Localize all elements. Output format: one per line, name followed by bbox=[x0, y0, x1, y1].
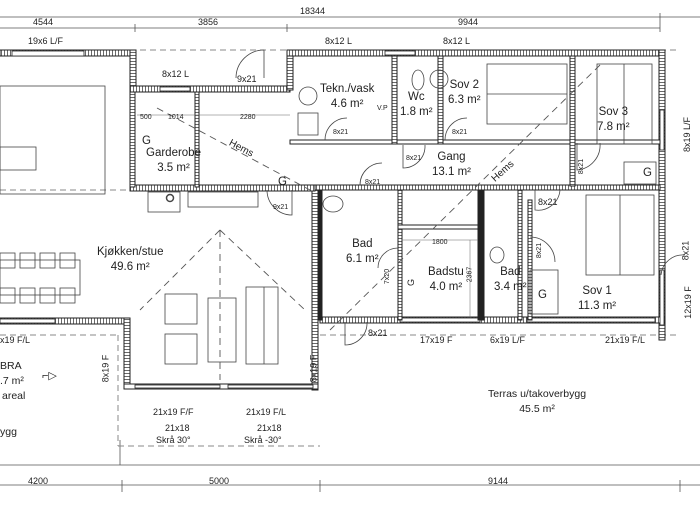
dim-bottom-2: 5000 bbox=[209, 476, 230, 486]
door-label-entry: 9x21 bbox=[237, 74, 257, 84]
room-terrace: Terras u/takoverbygg 45.5 m² bbox=[488, 387, 586, 417]
closet-mark-garderobe: G bbox=[142, 135, 151, 147]
door-label-badstu: 7x20 bbox=[384, 268, 392, 285]
room-sov3-name: Sov 3 bbox=[598, 106, 628, 118]
room-sov2-area: 6.3 m² bbox=[448, 94, 481, 106]
room-sov2-name: Sov 2 bbox=[449, 79, 479, 91]
room-gang: Gang 13.1 m² bbox=[432, 150, 471, 180]
room-bad1-name: Bad bbox=[352, 238, 373, 250]
window-openings bbox=[0, 50, 665, 389]
room-terrace-name: Terras u/takoverbygg bbox=[488, 388, 587, 400]
interior-dimension-lines bbox=[137, 114, 478, 318]
room-garderobe-area: 3.5 m² bbox=[157, 162, 190, 174]
room-kjokken-area: 49.6 m² bbox=[110, 261, 150, 273]
room-sov3-area: 7.8 m² bbox=[597, 121, 630, 133]
window-label-veranda-left-sloped: 21x18 bbox=[165, 423, 190, 433]
window-label-veranda-left-angle: Skrå 30° bbox=[156, 435, 191, 445]
closet-mark-badstu: G bbox=[406, 278, 417, 287]
door-swings bbox=[235, 49, 686, 346]
closet-mark-sov1: G bbox=[538, 289, 547, 301]
window-label-veranda-right-angle: Skrå -30° bbox=[244, 435, 282, 445]
room-bad1-area: 6.1 m² bbox=[346, 253, 379, 265]
north-arrow-icon: ⌐▷ bbox=[42, 370, 57, 382]
room-sov2: Sov 2 6.3 m² bbox=[448, 78, 481, 108]
door-label-sov2: 8x21 bbox=[452, 129, 468, 136]
room-gang-name: Gang bbox=[437, 151, 466, 163]
closet-mark-sov3: G bbox=[643, 167, 652, 179]
room-badstu-area: 4.0 m² bbox=[429, 281, 463, 293]
exterior-walls bbox=[0, 49, 666, 391]
door-label-right: 8x21 bbox=[680, 240, 691, 261]
annotation-vp: V.P bbox=[377, 105, 388, 112]
room-wc-area: 1.8 m² bbox=[400, 106, 433, 118]
interior-dim-1800: 1800 bbox=[432, 239, 448, 246]
annotation-areal: areal bbox=[2, 390, 26, 402]
room-tekn: Tekn./vask 4.6 m² bbox=[320, 82, 374, 112]
dim-bottom-3: 9144 bbox=[488, 476, 509, 486]
room-bad1: Bad 6.1 m² bbox=[346, 237, 379, 267]
room-tekn-area: 4.6 m² bbox=[330, 98, 364, 110]
dim-total-top: 18344 bbox=[300, 6, 326, 16]
room-bad2-name: Bad bbox=[500, 266, 521, 278]
room-sov1: Sov 1 11.3 m² bbox=[578, 284, 616, 314]
interior-dim-2367: 2367 bbox=[466, 266, 474, 283]
interior-dim-1014: 1014 bbox=[168, 114, 184, 121]
window-label-veranda-left: 21x19 F/F bbox=[153, 407, 194, 417]
door-label-tekn: 8x21 bbox=[333, 129, 349, 136]
room-sov1-name: Sov 1 bbox=[582, 285, 612, 297]
door-label-inner-entry: 9x21 bbox=[273, 204, 289, 211]
room-badstu-name: Badstu bbox=[428, 266, 464, 278]
interior-dim-2280: 2280 bbox=[240, 114, 256, 121]
window-label-right-bottom: 12x19 F bbox=[682, 286, 693, 319]
room-kjokken: Kjøkken/stue 49.6 m² bbox=[97, 245, 163, 275]
dim-top-1: 4544 bbox=[33, 17, 54, 27]
ridge-lines bbox=[139, 64, 601, 380]
window-label-right-top: 8x19 L/F bbox=[682, 116, 693, 153]
annotation-bygg: ygg bbox=[0, 426, 17, 438]
window-label-top-left: 19x6 L/F bbox=[28, 36, 64, 46]
room-sov1-area: 11.3 m² bbox=[578, 300, 617, 312]
room-terrace-area: 45.5 m² bbox=[519, 403, 555, 415]
room-wc-name: Wc bbox=[407, 91, 425, 103]
room-garderobe: Garderobe 3.5 m² bbox=[146, 146, 201, 176]
window-label-left-vertical: 8x19 F bbox=[100, 354, 111, 383]
interior-walls bbox=[129, 55, 661, 321]
room-wc: Wc 1.8 m² bbox=[400, 90, 433, 120]
room-sov3: Sov 3 7.8 m² bbox=[597, 105, 630, 135]
room-gang-area: 13.1 m² bbox=[432, 166, 471, 178]
door-label-gang: 8x21 bbox=[365, 179, 381, 186]
interior-dim-500: 500 bbox=[140, 114, 152, 121]
room-garderobe-name: Garderobe bbox=[146, 147, 201, 159]
furniture bbox=[0, 63, 657, 365]
room-tekn-name: Tekn./vask bbox=[320, 83, 375, 95]
window-label-top-mid1: 8x12 L bbox=[325, 36, 353, 46]
top-dimension-lines bbox=[0, 13, 700, 32]
room-bad2-area: 3.4 m² bbox=[494, 281, 527, 293]
window-label-veranda-right-sloped: 21x18 bbox=[257, 423, 282, 433]
dim-top-3: 9944 bbox=[458, 17, 479, 27]
room-bad2: Bad 3.4 m² bbox=[494, 265, 527, 295]
door-label-bad: 8x21 bbox=[368, 328, 388, 338]
window-label-bottom-left: x19 F/L bbox=[0, 335, 31, 345]
window-label-top-mid2: 8x12 L bbox=[443, 36, 471, 46]
annotation-bra-label: BRA bbox=[0, 360, 22, 372]
dim-top-2: 3856 bbox=[198, 17, 219, 27]
door-label-wc: 8x21 bbox=[406, 155, 422, 162]
closet-mark-hall: G bbox=[278, 176, 287, 188]
annotation-bra-area: .7 m² bbox=[0, 375, 24, 387]
window-label-veranda-right: 21x19 F/L bbox=[246, 407, 287, 417]
dim-bottom-1: 4200 bbox=[28, 476, 49, 486]
window-label-bad-small: 6x19 L/F bbox=[490, 335, 526, 345]
window-label-sov1: 21x19 F/L bbox=[605, 335, 646, 345]
door-label-sov1-top: 8x21 bbox=[538, 197, 558, 207]
bottom-dimension-lines bbox=[0, 440, 700, 492]
window-label-badstu: 17x19 F bbox=[420, 335, 453, 345]
door-label-sov3: 8x21 bbox=[578, 158, 586, 175]
room-badstu: Badstu 4.0 m² bbox=[428, 265, 464, 295]
window-label-left-vertical-2: 8x19 F bbox=[308, 354, 319, 383]
room-kjokken-name: Kjøkken/stue bbox=[97, 246, 164, 258]
window-label-entry: 8x12 L bbox=[162, 69, 190, 79]
door-label-sov1-side: 8x21 bbox=[536, 242, 544, 259]
